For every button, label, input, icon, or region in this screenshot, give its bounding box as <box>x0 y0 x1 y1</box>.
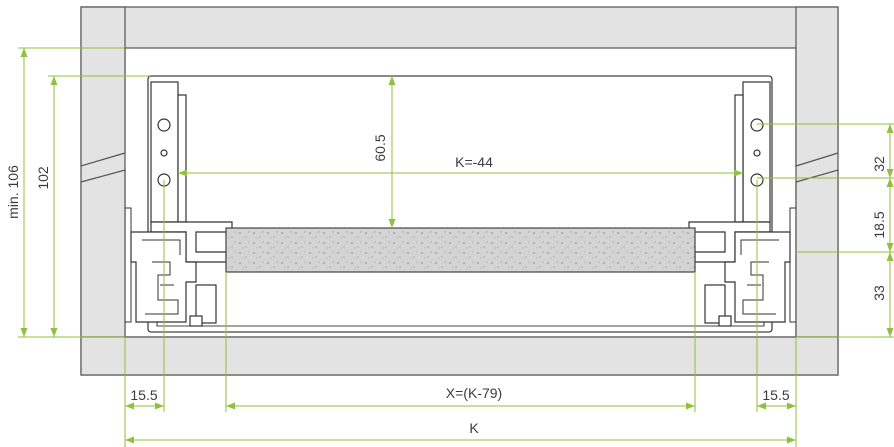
right-hole-top <box>750 118 764 132</box>
arrow-18-5-bottom <box>886 243 894 252</box>
arrow-18-5-top <box>886 178 894 187</box>
left-side-flange <box>177 94 187 223</box>
arrow-102-top <box>50 76 58 85</box>
left-hole-middle <box>160 149 168 157</box>
label-k: K <box>469 420 479 436</box>
arrow-k-44-left <box>178 169 187 177</box>
left-hole-top <box>157 118 171 132</box>
label-18-5: 18.5 <box>871 211 887 238</box>
arrow-side-right-b <box>787 402 796 410</box>
right-hole-middle <box>753 149 761 157</box>
cabinet-bottom <box>80 336 839 376</box>
arrow-33-top <box>886 252 894 261</box>
left-runner-clip <box>195 284 217 324</box>
label-33: 33 <box>871 285 887 301</box>
label-32: 32 <box>871 156 887 172</box>
right-runner-clip <box>704 284 726 324</box>
right-runner-tab <box>718 315 732 327</box>
dimension-lines <box>18 47 894 447</box>
label-60-5: 60.5 <box>372 134 388 161</box>
arrow-60-5-top <box>388 76 396 85</box>
arrow-102-bottom <box>50 328 58 337</box>
right-side-flange <box>734 94 744 223</box>
arrow-x-right <box>686 402 695 410</box>
arrow-33-bottom <box>886 328 894 337</box>
arrow-32-top <box>886 124 894 133</box>
dimension-labels: min. 106 102 60.5 K=-44 32 18.5 33 15.5 … <box>5 134 887 436</box>
drawer-bottom-panel <box>225 227 696 273</box>
left-drawer-side <box>125 81 233 327</box>
arrow-k-44-right <box>734 169 743 177</box>
left-side-bracket <box>125 207 132 323</box>
drawer-box <box>147 75 773 333</box>
left-runner-detail <box>142 239 181 315</box>
right-runner-detail <box>740 239 779 315</box>
label-k-44: K=-44 <box>455 154 493 170</box>
arrow-side-left-a <box>125 402 134 410</box>
arrow-min-106-top <box>20 48 28 57</box>
label-min-106: min. 106 <box>5 165 21 219</box>
drawer-front-outline <box>147 75 773 333</box>
label-x: X=(K-79) <box>446 385 502 401</box>
arrow-min-106-bottom <box>20 328 28 337</box>
arrow-k-left <box>125 436 134 444</box>
label-side-left: 15.5 <box>130 387 157 403</box>
label-side-right: 15.5 <box>762 387 789 403</box>
arrow-32-bottom <box>886 169 894 178</box>
arrow-k-right <box>787 436 796 444</box>
arrow-60-5-bottom <box>388 219 396 228</box>
arrow-side-left-b <box>155 402 164 410</box>
right-side-bracket <box>789 207 796 323</box>
label-102: 102 <box>35 166 51 190</box>
arrow-x-left <box>226 402 235 410</box>
left-runner-tab <box>189 315 203 327</box>
arrow-side-right-a <box>757 402 766 410</box>
